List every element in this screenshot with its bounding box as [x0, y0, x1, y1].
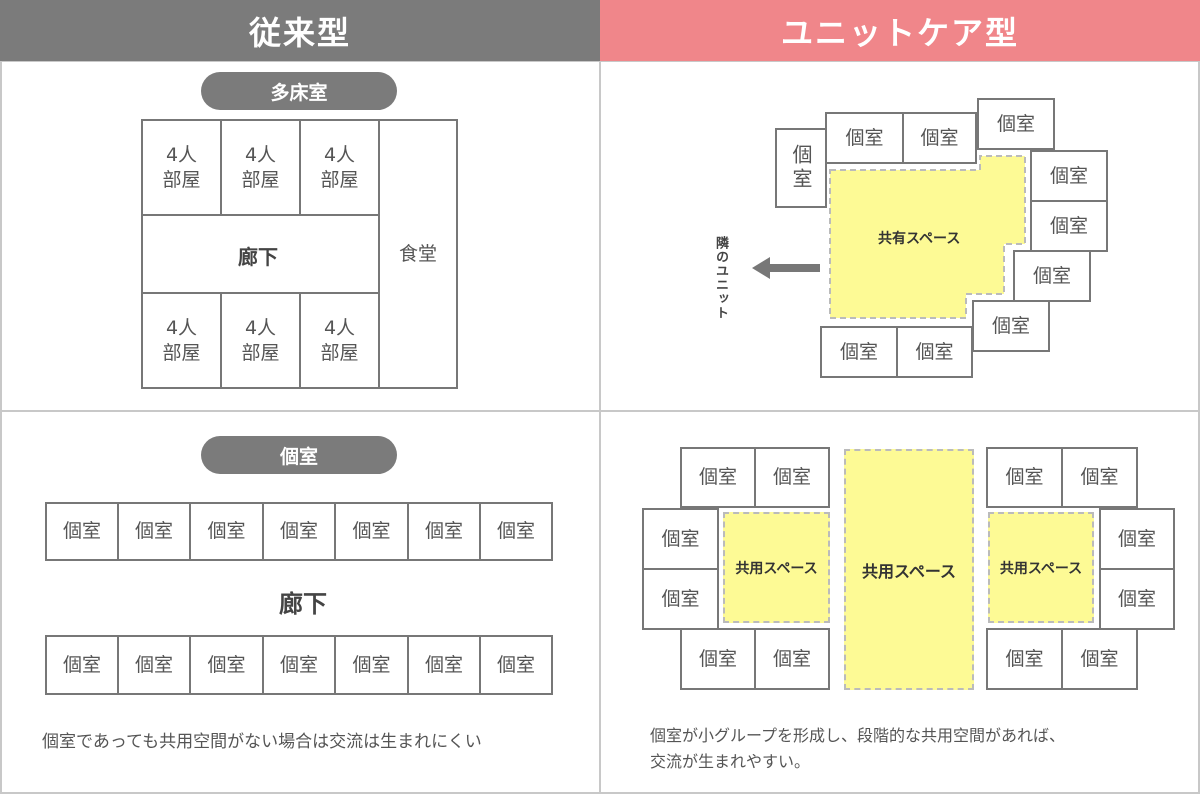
shared-space-center: 共用スペース: [844, 449, 974, 690]
header-unit-care: ユニットケア型: [600, 0, 1200, 61]
private-room: 個室: [479, 635, 553, 695]
private-room: 個室: [407, 635, 481, 695]
header-traditional: 従来型: [0, 0, 600, 61]
private-room: 個室: [262, 502, 336, 561]
private-room: 個室: [986, 447, 1063, 508]
shared-space-label: 共有スペース: [878, 231, 961, 247]
private-room: 個室: [986, 628, 1063, 690]
four-person-room: 4人部屋: [220, 119, 301, 216]
shared-space-small: 共用スペース: [988, 512, 1094, 623]
private-room: 個室: [825, 112, 904, 164]
private-room: 個室: [902, 112, 977, 164]
private-room: 個室: [1061, 628, 1138, 690]
private-room: 個室: [117, 502, 191, 561]
room-type: 部屋: [241, 168, 280, 191]
private-room: 個室: [972, 300, 1050, 352]
room-capacity: 4人: [165, 316, 198, 339]
private-room: 個室: [775, 128, 827, 208]
private-room: 個室: [262, 635, 336, 695]
private-room: 個室: [334, 635, 409, 695]
neighbor-unit-label: 隣のユニット: [713, 236, 728, 320]
private-room: 個室: [896, 326, 973, 378]
private-room: 個室: [754, 628, 830, 690]
private-room: 個室: [407, 502, 481, 561]
vertical-divider: [599, 61, 601, 794]
room-capacity: 4人: [244, 316, 277, 339]
shared-space-small: 共用スペース: [723, 512, 830, 623]
room-type: 部屋: [162, 168, 201, 191]
room-capacity: 4人: [165, 143, 198, 166]
private-room: 個室: [1013, 250, 1091, 302]
private-room: 個室: [680, 447, 756, 508]
private-room: 個室: [1099, 508, 1175, 570]
corridor-label: 廊下: [238, 245, 278, 269]
private-room: 個室: [1030, 150, 1108, 202]
private-room: 個室: [117, 635, 191, 695]
room-capacity: 4人: [244, 143, 277, 166]
private-room: 個室: [189, 502, 264, 561]
left-arrow-icon: [752, 257, 820, 279]
four-person-room: 4人部屋: [299, 119, 380, 216]
shared-space-shape: [829, 155, 1026, 319]
room-type: 部屋: [241, 341, 280, 364]
private-room: 個室: [680, 628, 756, 690]
left-border: [0, 61, 2, 794]
private-room: 個室: [1099, 568, 1175, 630]
private-room: 個室: [977, 98, 1055, 150]
private-room: 個室: [1061, 447, 1138, 508]
private-room: 個室: [45, 635, 119, 695]
four-person-room: 4人部屋: [299, 292, 380, 389]
corridor-label: 廊下: [279, 590, 327, 618]
four-person-room: 4人部屋: [220, 292, 301, 389]
room-type: 部屋: [320, 341, 359, 364]
room-type: 部屋: [320, 168, 359, 191]
unit-care-caption-line1: 個室が小グループを形成し、段階的な共用空間があれば、: [650, 726, 1066, 745]
unit-care-caption-line2: 交流が生まれやすい。: [650, 752, 811, 771]
traditional-caption: 個室であっても共用空間がない場合は交流は生まれにくい: [42, 732, 482, 752]
header-divider: [0, 61, 1200, 62]
room-capacity: 4人: [323, 316, 356, 339]
private-room: 個室: [189, 635, 264, 695]
room-capacity: 4人: [323, 143, 356, 166]
corridor-wall: [141, 214, 143, 294]
multi-bed-room-pill: 多床室: [201, 72, 397, 110]
bottom-border: [0, 792, 1200, 794]
private-room: 個室: [642, 508, 719, 570]
four-person-room: 4人部屋: [141, 292, 222, 389]
private-room: 個室: [479, 502, 553, 561]
private-room: 個室: [820, 326, 898, 378]
private-room: 個室: [334, 502, 409, 561]
private-room-pill: 個室: [201, 436, 397, 474]
four-person-room: 4人部屋: [141, 119, 222, 216]
right-border: [1198, 61, 1200, 794]
private-room: 個室: [1030, 200, 1108, 252]
dining-room: 食堂: [378, 119, 458, 389]
private-room: 個室: [754, 447, 830, 508]
private-room: 個室: [642, 568, 719, 630]
room-type: 部屋: [162, 341, 201, 364]
private-room: 個室: [45, 502, 119, 561]
horizontal-divider: [0, 410, 1200, 412]
